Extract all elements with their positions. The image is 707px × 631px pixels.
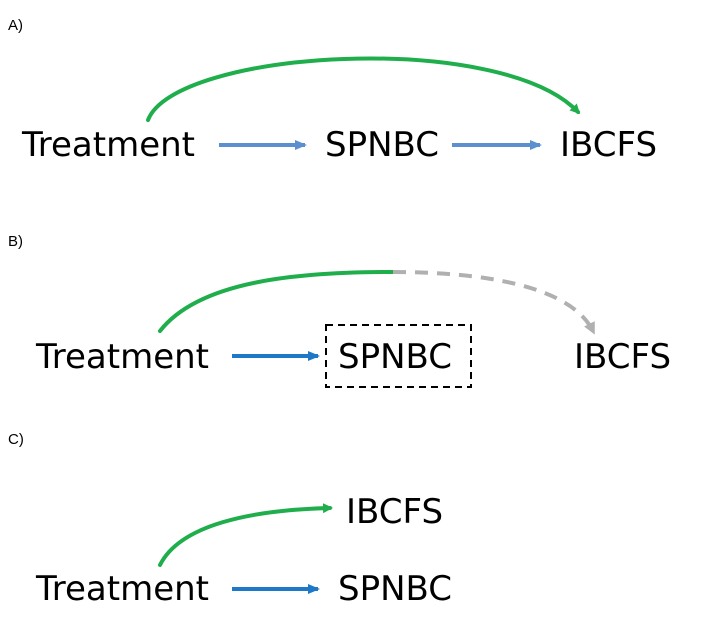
panel-c: C) IBCFS Treatment SPNBC: [8, 431, 452, 609]
panel-b-label: B): [8, 233, 23, 250]
panel-b-spnbc-dashed-box: [325, 324, 472, 388]
panel-a-label: A): [8, 17, 23, 34]
panel-b-treatment-arc-solid: [158, 270, 395, 333]
panel-a-spnbc-node: SPNBC: [325, 125, 439, 165]
panel-a-ibcfs-node: IBCFS: [560, 125, 657, 165]
panel-a-treatment-node: Treatment: [21, 125, 195, 165]
panel-b-spnbc-node: SPNBC: [338, 337, 452, 377]
panel-b: B) Treatment SPNBC IBCFS: [8, 233, 671, 388]
panel-b-treatment-node: Treatment: [35, 337, 209, 377]
panel-c-ibcfs-node: IBCFS: [346, 492, 443, 532]
panel-c-treatment-node: Treatment: [35, 569, 209, 609]
panel-c-treatment-to-ibcfs-arrow: [158, 503, 333, 567]
panel-c-spnbc-node: SPNBC: [338, 569, 452, 609]
panel-b-arc-dashed-to-ibcfs: [392, 270, 595, 335]
panel-c-label: C): [8, 431, 24, 448]
panel-a-treatment-to-ibcfs-arrow: [146, 56, 581, 122]
panel-b-ibcfs-node: IBCFS: [574, 337, 671, 377]
panel-a: A) Treatment SPNBC IBCFS: [8, 17, 657, 165]
